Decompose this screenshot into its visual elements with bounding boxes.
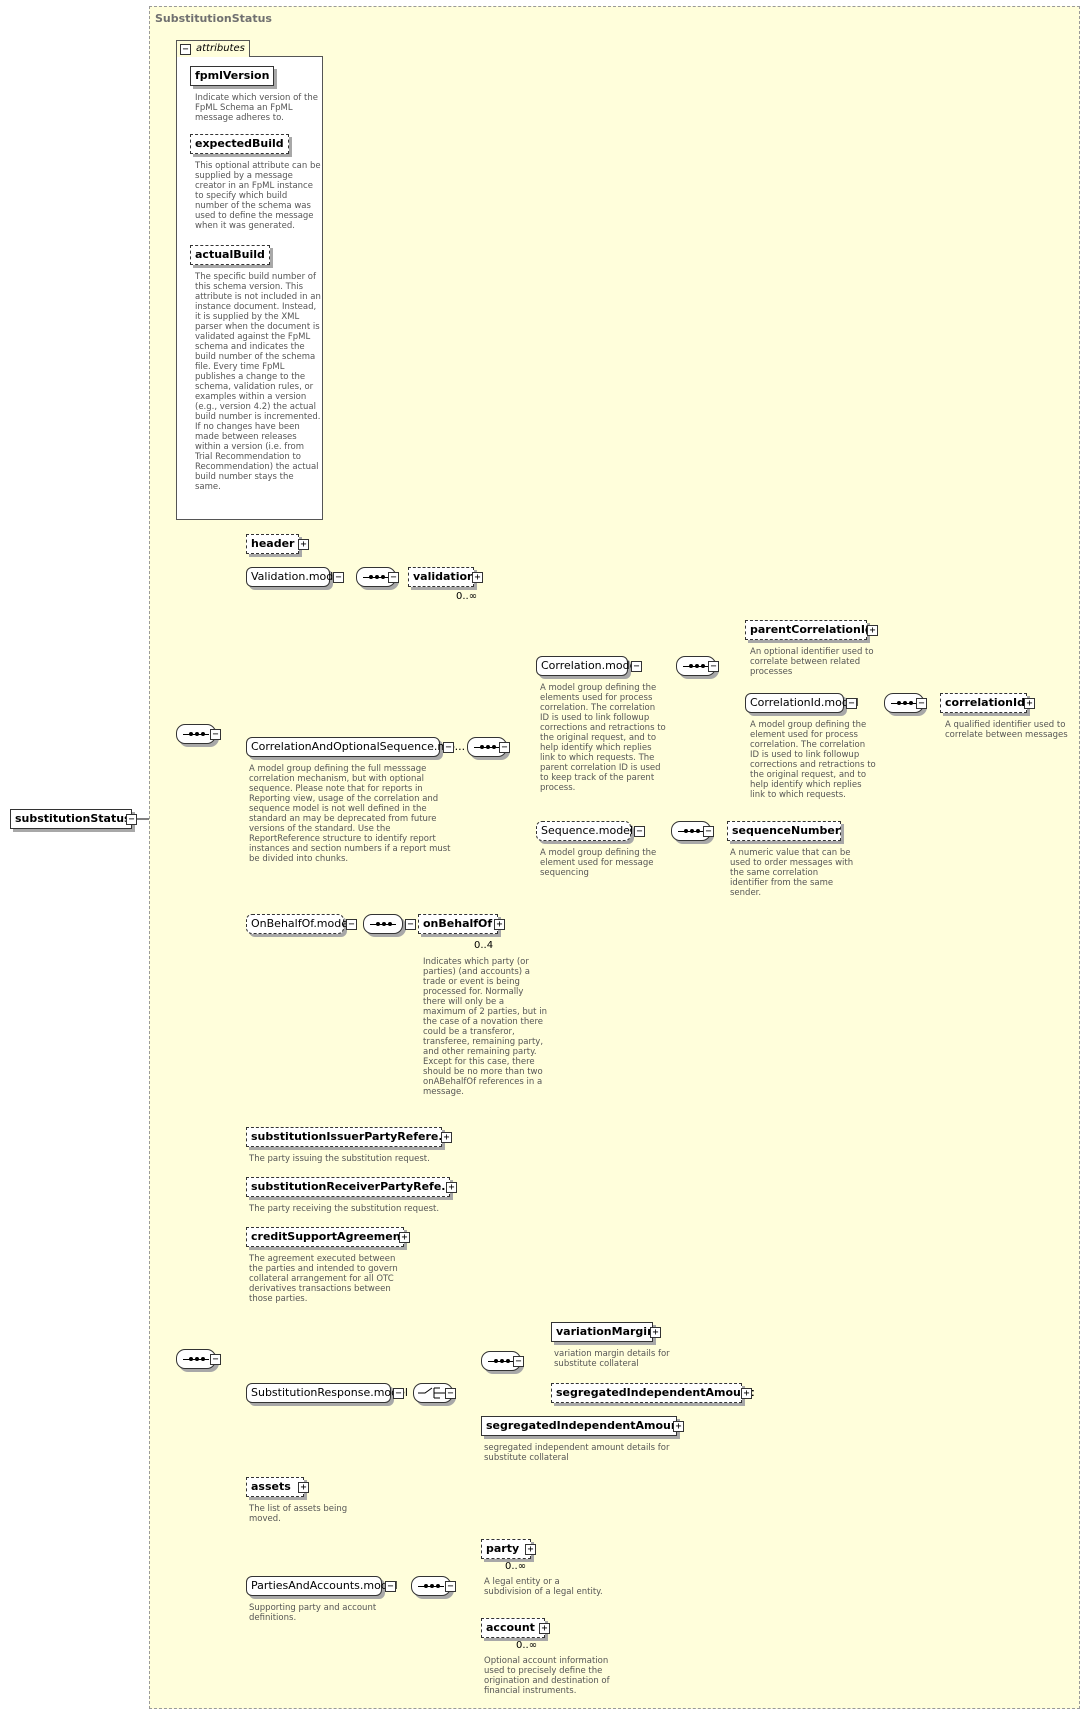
expand-icon[interactable]: + (399, 1232, 410, 1243)
correlation-id-doc: A qualified identifier used to correlate… (945, 720, 1068, 740)
validation-model-group[interactable]: Validation.model (246, 567, 343, 587)
expand-icon[interactable]: + (741, 1388, 752, 1399)
assets-doc: The list of assets being moved. (249, 1504, 348, 1524)
expand-icon[interactable]: + (494, 919, 505, 930)
expand-icon[interactable]: + (472, 572, 483, 583)
correlation-optional-sequence-group[interactable]: CorrelationAndOptionalSequence.mo... (246, 737, 465, 757)
account-element[interactable]: account (481, 1618, 545, 1638)
expand-icon[interactable]: + (441, 1132, 452, 1143)
collapse-icon[interactable]: − (405, 919, 416, 930)
receiver-party-reference-element[interactable]: substitutionReceiverPartyRefe... (246, 1177, 454, 1197)
segregated-amount-element[interactable]: segregatedIndependentAmount (481, 1416, 684, 1436)
parent-correlation-id-element[interactable]: parentCorrelationId (745, 620, 873, 640)
choice-compositor-icon (413, 1383, 453, 1403)
attr-actualbuild[interactable]: actualBuild (190, 245, 270, 265)
party-occurs: 0..∞ (505, 1561, 527, 1572)
header-element[interactable]: header (246, 534, 300, 554)
account-doc: Optional account information used to pre… (484, 1656, 610, 1696)
correlation-model-group[interactable]: Correlation.model (536, 656, 639, 676)
assets-element[interactable]: assets (246, 1477, 304, 1497)
root-label: substitutionStatus (15, 812, 131, 825)
on-behalf-of-model-group[interactable]: OnBehalfOf.model (246, 914, 351, 934)
segregated-amount-doc: segregated independent amount details fo… (484, 1443, 670, 1463)
collapse-icon[interactable]: − (393, 1388, 404, 1399)
expand-icon[interactable]: + (1024, 698, 1035, 709)
collapse-icon[interactable]: − (513, 1356, 524, 1367)
attr-expectedbuild-doc: This optional attribute can be supplied … (195, 161, 321, 231)
collapse-icon[interactable]: − (445, 1388, 456, 1399)
substitution-response-model-group[interactable]: SubstitutionResponse.model (246, 1383, 408, 1403)
expand-icon[interactable]: + (298, 539, 309, 550)
collapse-icon[interactable]: − (346, 919, 357, 930)
issuer-party-reference-doc: The party issuing the substitution reque… (249, 1154, 430, 1164)
correlation-id-model-group[interactable]: CorrelationId.model (745, 693, 859, 713)
variation-margin-doc: variation margin details for substitute … (554, 1349, 670, 1369)
sequence-compositor-icon (176, 724, 216, 744)
on-behalf-of-doc: Indicates which party (or parties) (and … (423, 957, 547, 1097)
expand-icon[interactable]: + (298, 1482, 309, 1493)
root-element[interactable]: substitutionStatus (10, 809, 132, 829)
parent-correlation-id-doc: An optional identifier used to correlate… (750, 647, 874, 677)
correlation-id-model-doc: A model group defining the element used … (750, 720, 876, 800)
on-behalf-of-occurs: 0..4 (474, 940, 494, 951)
attributes-tab-label: attributes (196, 43, 245, 54)
sequence-compositor-icon (671, 821, 711, 841)
collapse-icon[interactable]: − (126, 814, 137, 825)
collapse-icon[interactable]: − (846, 698, 857, 709)
on-behalf-of-element[interactable]: onBehalfOf (418, 914, 498, 934)
collapse-icon[interactable]: − (210, 1354, 221, 1365)
correlation-id-element[interactable]: correlationId (940, 693, 1027, 713)
credit-support-agreement-doc: The agreement executed between the parti… (249, 1254, 398, 1304)
collapse-icon[interactable]: − (180, 44, 191, 55)
expand-icon[interactable]: + (673, 1421, 684, 1432)
collapse-icon[interactable]: − (499, 742, 510, 753)
collapse-icon[interactable]: − (634, 826, 645, 837)
sequence-compositor-icon (363, 914, 403, 934)
expand-icon[interactable]: + (867, 625, 878, 636)
attr-expectedbuild[interactable]: expectedBuild (190, 134, 289, 154)
receiver-party-reference-doc: The party receiving the substitution req… (249, 1204, 440, 1214)
variation-margin-element[interactable]: variationMargin (551, 1322, 655, 1342)
credit-support-agreement-element[interactable]: creditSupportAgreement (246, 1227, 406, 1247)
collapse-icon[interactable]: − (443, 742, 454, 753)
collapse-icon[interactable]: − (388, 572, 399, 583)
collapse-icon[interactable]: − (631, 661, 642, 672)
issuer-party-reference-element[interactable]: substitutionIssuerPartyRefere... (246, 1127, 451, 1147)
attr-fpmlversion-doc: Indicate which version of the FpML Schem… (195, 93, 318, 123)
validation-occurs: 0..∞ (456, 591, 478, 602)
collapse-icon[interactable]: − (703, 826, 714, 837)
sequence-number-element[interactable]: sequenceNumber (727, 821, 841, 841)
collapse-icon[interactable]: − (333, 572, 344, 583)
collapse-icon[interactable]: − (445, 1581, 456, 1592)
attr-fpmlversion[interactable]: fpmlVersion (190, 66, 275, 86)
expand-icon[interactable]: + (446, 1182, 457, 1193)
collapse-icon[interactable]: − (385, 1581, 396, 1592)
parties-accounts-doc: Supporting party and account definitions… (249, 1603, 377, 1623)
collapse-icon[interactable]: − (210, 729, 221, 740)
sequence-model-group[interactable]: Sequence.model (536, 821, 633, 841)
frame-title: SubstitutionStatus (155, 12, 272, 25)
party-element[interactable]: party (481, 1539, 531, 1559)
attributes-tab[interactable]: −attributes (176, 40, 250, 57)
validation-element[interactable]: validation (408, 567, 475, 587)
sequence-model-doc: A model group defining the element used … (540, 848, 657, 878)
account-occurs: 0..∞ (516, 1640, 538, 1651)
segregated-amount-optional-element[interactable]: segregatedIndependentAmount (551, 1383, 754, 1403)
parties-accounts-model-group[interactable]: PartiesAndAccounts.model (246, 1576, 398, 1596)
attr-actualbuild-doc: The specific build number of this schema… (195, 272, 321, 492)
correlation-optional-sequence-doc: A model group defining the full messsage… (249, 764, 451, 864)
collapse-icon[interactable]: − (916, 698, 927, 709)
party-doc: A legal entity or a subdivision of a leg… (484, 1577, 603, 1597)
expand-icon[interactable]: + (525, 1544, 536, 1555)
attributes-panel (176, 56, 323, 520)
expand-icon[interactable]: + (539, 1623, 550, 1634)
expand-icon[interactable]: + (650, 1327, 661, 1338)
correlation-model-doc: A model group defining the elements used… (540, 683, 666, 793)
collapse-icon[interactable]: − (708, 661, 719, 672)
sequence-number-doc: A numeric value that can be used to orde… (730, 848, 854, 898)
